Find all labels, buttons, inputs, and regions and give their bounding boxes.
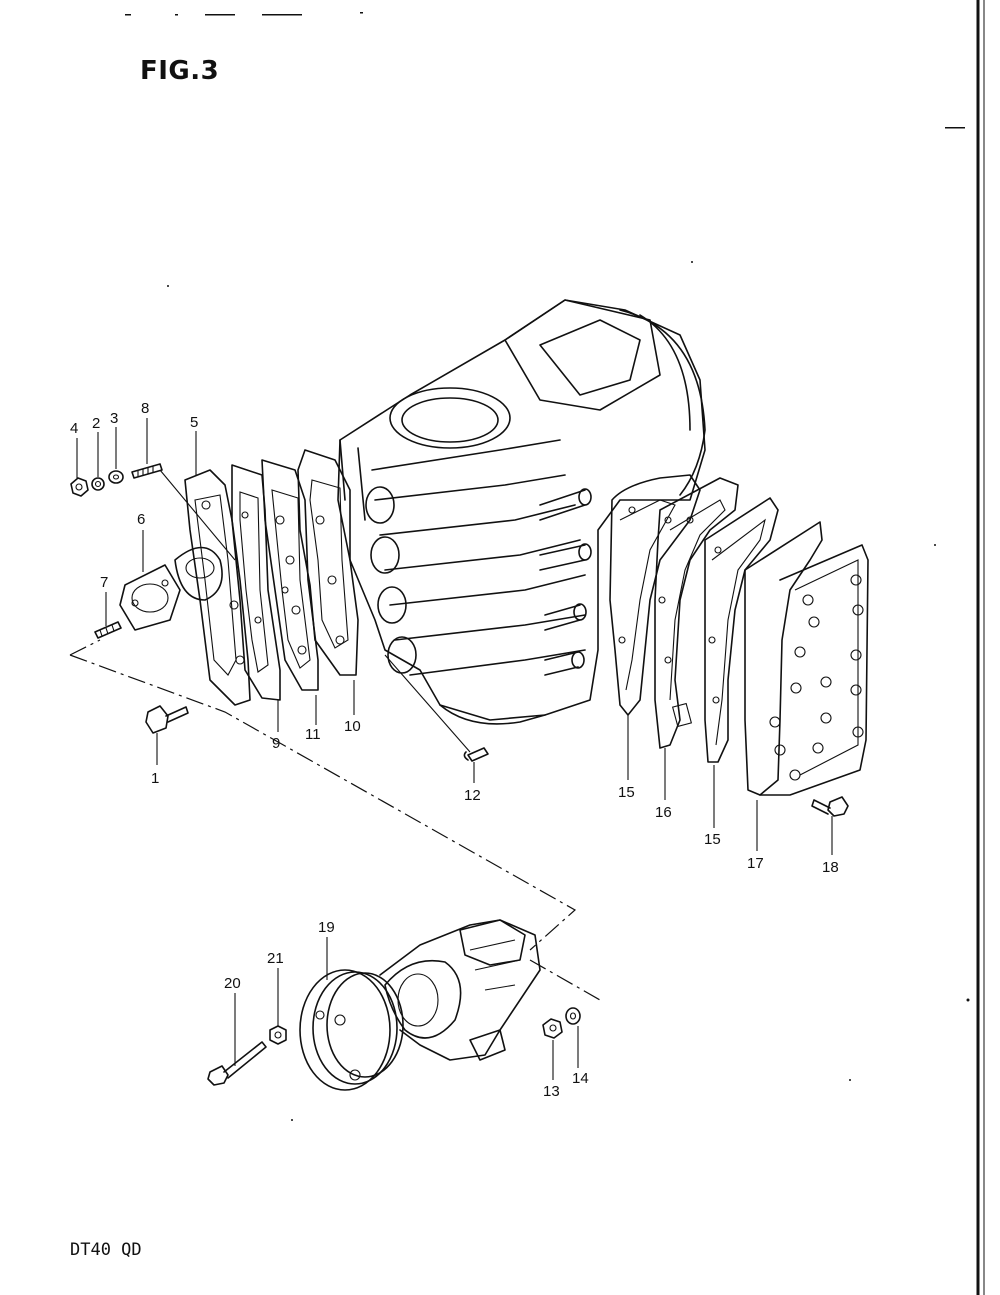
gasket-part-15b — [704, 497, 779, 763]
callout-8: 8 — [141, 400, 149, 417]
gasket-part-10 — [297, 449, 359, 676]
callout-11: 11 — [305, 726, 321, 743]
plate-part-17 — [744, 521, 869, 796]
washer-part-2 — [91, 477, 105, 491]
bolt-part-20 — [207, 1041, 267, 1086]
pump-assembly-part-19 — [299, 919, 541, 1091]
callout-2: 2 — [92, 415, 100, 432]
assembly-dashed-line — [69, 639, 101, 656]
callout-leaders — [76, 418, 833, 1080]
stud-part-8 — [131, 463, 163, 479]
callout-15-a: 15 — [618, 784, 635, 801]
bolt-part-18 — [811, 796, 849, 817]
callout-12: 12 — [464, 787, 481, 804]
nut-part-13 — [542, 1018, 563, 1039]
stud-part-7 — [94, 621, 122, 639]
washer-part-3 — [108, 470, 124, 484]
gasket-part-6 — [119, 564, 181, 631]
assembly-dashed-line — [69, 654, 577, 951]
callout-3: 3 — [110, 410, 118, 427]
screw-part-12 — [463, 747, 489, 762]
gasket-part-9 — [231, 464, 281, 701]
callout-13: 13 — [543, 1083, 560, 1100]
plate-part-11 — [261, 459, 319, 691]
callout-9: 9 — [272, 735, 280, 752]
washer-part-14 — [565, 1007, 581, 1025]
callout-15-b: 15 — [704, 831, 721, 848]
assembly-dashed-line — [529, 959, 601, 1001]
plate-part-16 — [654, 477, 739, 749]
callout-17: 17 — [747, 855, 764, 872]
figure-title: FIG.3 — [140, 56, 220, 86]
cover-part-5 — [174, 469, 251, 706]
cover-bolt-heads — [769, 574, 864, 781]
callout-7: 7 — [100, 574, 108, 591]
callout-6: 6 — [137, 511, 145, 528]
callout-1: 1 — [151, 770, 159, 787]
gasket-part-15 — [609, 474, 701, 716]
callout-4: 4 — [70, 420, 78, 437]
callout-20: 20 — [224, 975, 241, 992]
scan-specks — [125, 12, 970, 1121]
leader-line — [384, 654, 471, 753]
model-label: DT40 QD — [70, 1240, 142, 1260]
nut-part-4 — [70, 477, 89, 497]
washer-part-21 — [269, 1025, 287, 1045]
cylinder-block — [337, 299, 706, 725]
leader-line — [159, 469, 236, 561]
callout-labels: 4 2 3 8 5 6 7 1 9 11 10 12 15 16 15 17 1… — [70, 400, 839, 1100]
callout-10: 10 — [344, 718, 361, 735]
bolt-part-1 — [145, 705, 189, 734]
callout-18: 18 — [822, 859, 839, 876]
callout-16: 16 — [655, 804, 672, 821]
callout-19: 19 — [318, 919, 335, 936]
callout-21: 21 — [267, 950, 284, 967]
callout-14: 14 — [572, 1070, 589, 1087]
callout-5: 5 — [190, 414, 198, 431]
